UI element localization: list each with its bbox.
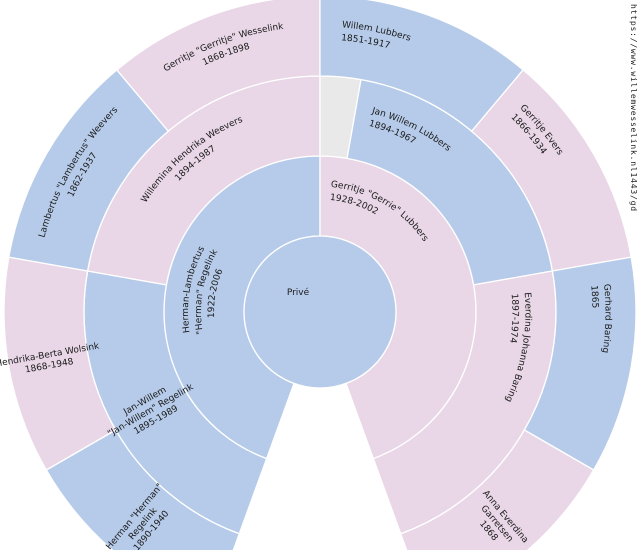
person-label-line: 1865 <box>588 285 599 309</box>
person-label-line: Gerhard Baring <box>600 283 613 353</box>
fan-segment-gerritje-gerritje-wesselink[interactable] <box>115 0 321 133</box>
center-person-label: Privé <box>287 287 310 298</box>
person-label-line: 1897-1974 <box>507 293 519 344</box>
site-watermark-url: https://www.willemwesselink.nl1443/gd <box>629 4 638 212</box>
center-person[interactable] <box>243 235 397 389</box>
fan-segment-anna-everdina-garretsen[interactable] <box>399 429 595 550</box>
